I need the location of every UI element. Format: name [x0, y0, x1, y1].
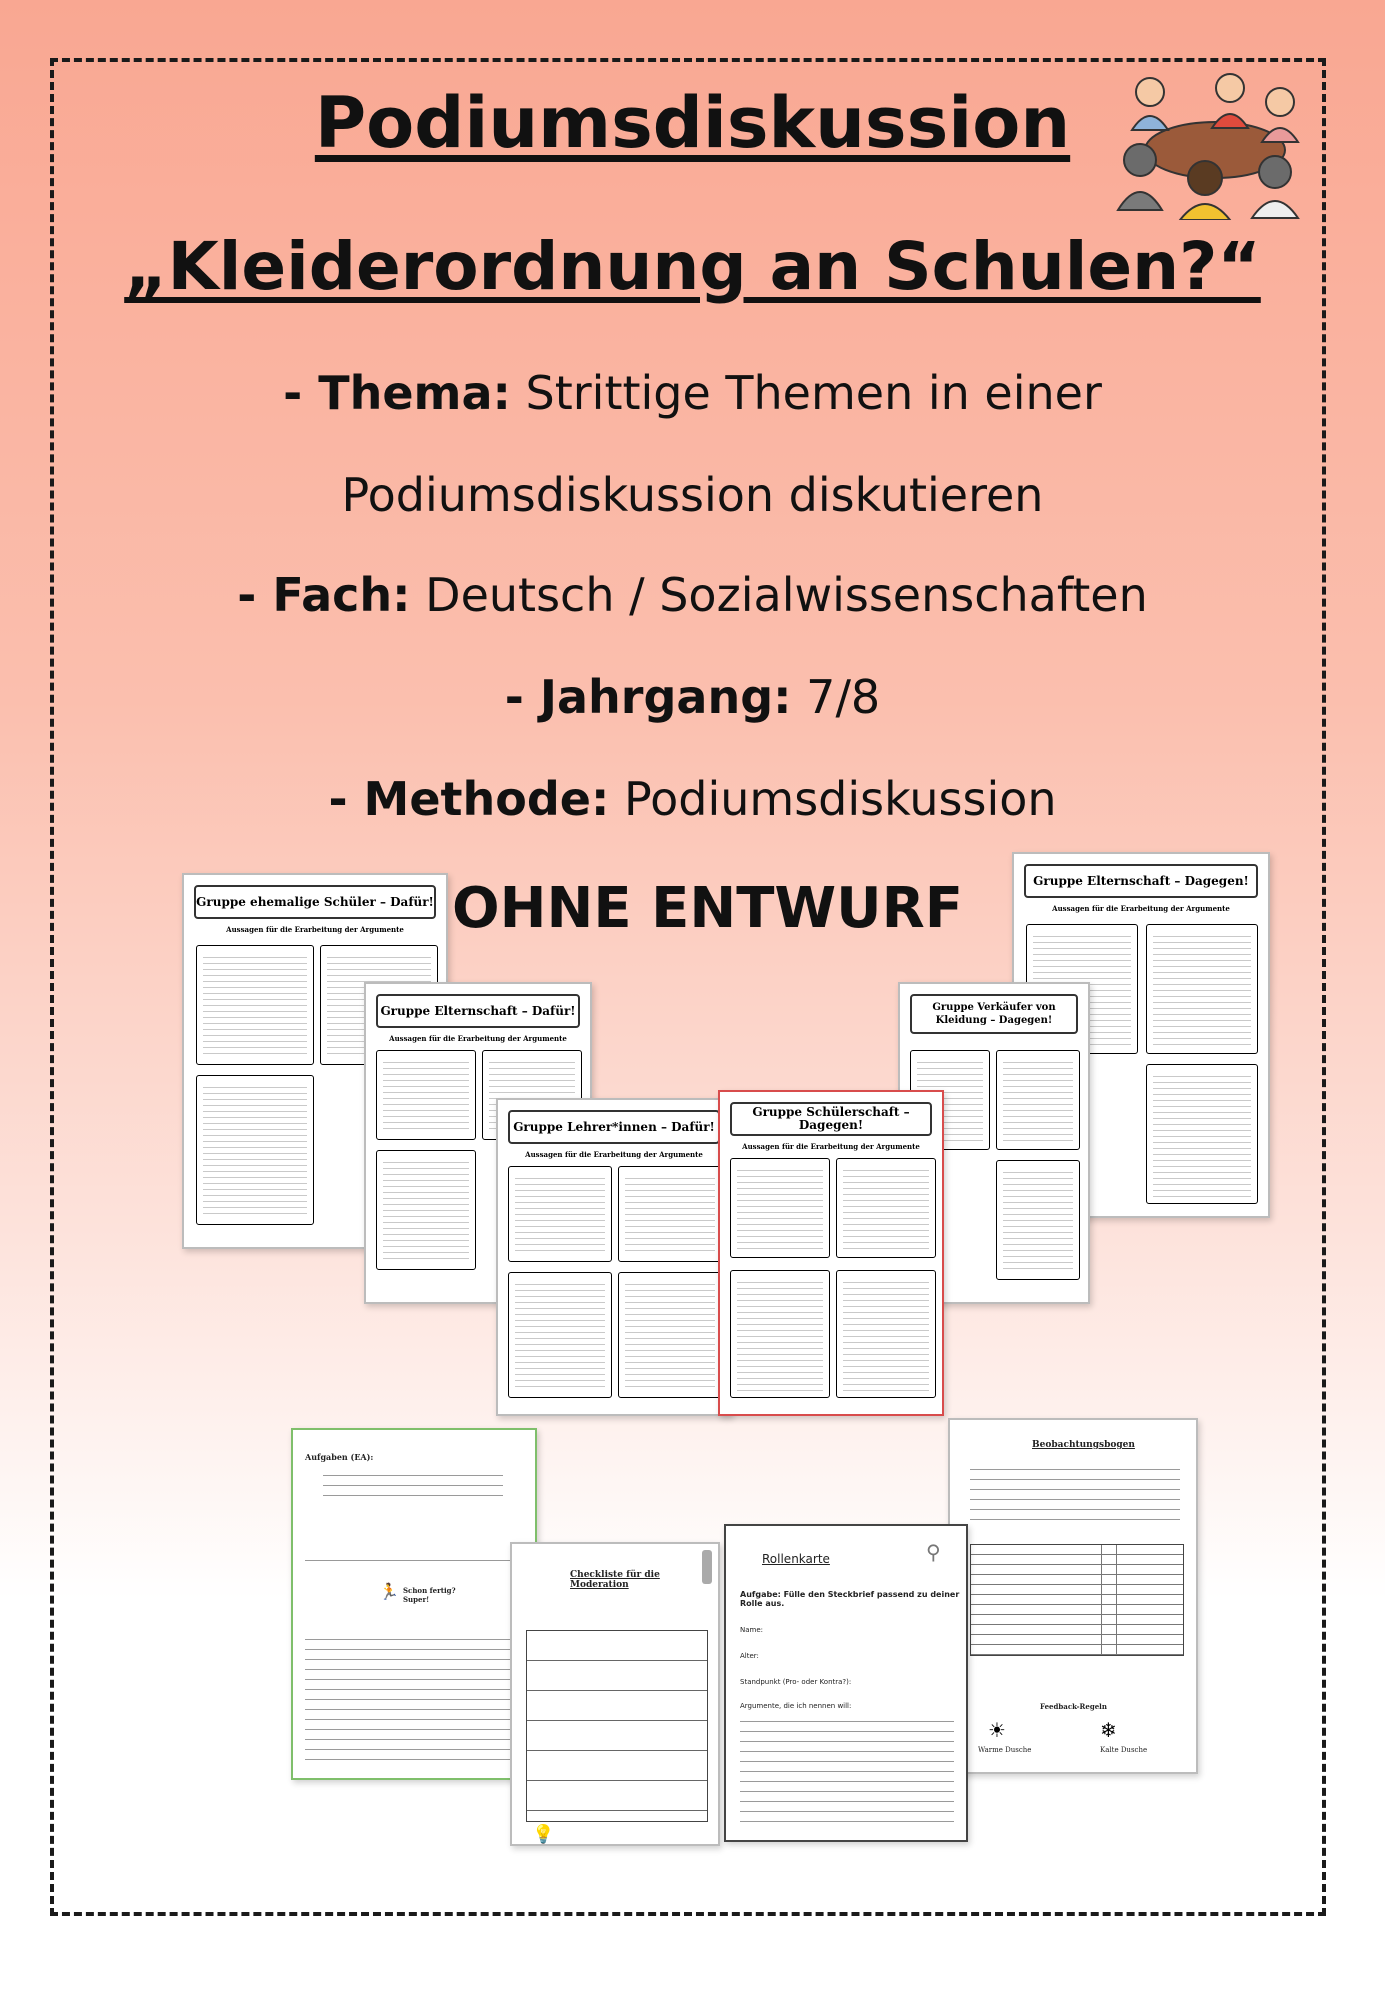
fach-line: - Fach: Deutsch / Sozialwissenschaften — [0, 568, 1385, 622]
warm-label: Warme Dusche — [978, 1746, 1032, 1754]
rollen-argumente: Argumente, die ich nennen will: — [740, 1702, 852, 1710]
sheet-subtitle: Aussagen für die Erarbeitung der Argumen… — [742, 1142, 920, 1151]
ohne-entwurf-note: OHNE ENTWURF — [452, 876, 964, 941]
jahrgang-value: 7/8 — [806, 670, 881, 724]
jahrgang-label: - Jahrgang: — [504, 670, 792, 724]
beobachtung-title: Beobachtungsbogen — [1032, 1440, 1135, 1450]
feedback-title: Feedback-Regeln — [1040, 1702, 1107, 1711]
discussion-group-icon — [1116, 73, 1300, 220]
sheet-header: Gruppe ehemalige Schüler – Dafür! — [194, 885, 436, 919]
cold-shower-icon: ❄ — [1100, 1718, 1117, 1742]
sheet-subtitle: Aussagen für die Erarbeitung der Argumen… — [389, 1034, 567, 1043]
dashed-frame — [50, 58, 1326, 1916]
sheet-header: Gruppe Elternschaft – Dagegen! — [1024, 864, 1258, 898]
aufgaben-title: Aufgaben (EA): — [305, 1452, 374, 1462]
worksheet-rollenkarte: Rollenkarte ⚲ Aufgabe: Fülle den Steckbr… — [724, 1524, 968, 1842]
methode-label: - Methode: — [328, 772, 610, 826]
sheet-header: Gruppe Elternschaft – Dafür! — [376, 994, 580, 1028]
clip-icon — [702, 1550, 712, 1584]
methode-line: - Methode: Podiumsdiskussion — [0, 772, 1385, 826]
worksheet-aufgaben: Aufgaben (EA): Schon fertig? Super! 🏃 — [291, 1428, 537, 1780]
schon-fertig-text: Schon fertig? Super! — [403, 1586, 456, 1604]
methode-value: Podiumsdiskussion — [624, 772, 1057, 826]
sheet-subtitle: Aussagen für die Erarbeitung der Argumen… — [226, 925, 404, 934]
sheet-subtitle: Aussagen für die Erarbeitung der Argumen… — [525, 1150, 703, 1159]
rollen-task: Aufgabe: Fülle den Steckbrief passend zu… — [740, 1590, 960, 1608]
sheet-header: Gruppe Lehrer*innen – Dafür! — [508, 1110, 720, 1144]
thema-line: - Thema: Strittige Themen in einer — [0, 366, 1385, 420]
thema-label: - Thema: — [283, 366, 511, 420]
fach-value: Deutsch / Sozialwissenschaften — [425, 568, 1148, 622]
thema-value: Strittige Themen in einer — [525, 366, 1102, 420]
running-person-icon: 🏃 — [379, 1582, 399, 1601]
sheet-subtitle: Aussagen für die Erarbeitung der Argumen… — [1052, 904, 1230, 913]
checklist-title: Checkliste für die Moderation — [570, 1570, 660, 1590]
warm-shower-icon: ☀ — [988, 1718, 1006, 1742]
sheet-header: Gruppe Verkäufer von Kleidung – Dagegen! — [910, 994, 1078, 1034]
rollen-name: Name: — [740, 1626, 764, 1634]
worksheet-lehrerinnen-dafuer: Gruppe Lehrer*innen – Dafür! Aussagen fü… — [496, 1098, 732, 1416]
kalt-label: Kalte Dusche — [1100, 1746, 1148, 1754]
page-subtitle: „Kleiderordnung an Schulen?“ — [124, 228, 1261, 305]
rollen-title: Rollenkarte — [762, 1552, 830, 1566]
sheet-header: Gruppe Schülerschaft – Dagegen! — [730, 1102, 932, 1136]
fach-label: - Fach: — [237, 568, 411, 622]
lightbulb-icon: 💡 — [532, 1824, 555, 1845]
person-icon: ⚲ — [926, 1540, 941, 1564]
worksheet-checkliste: Checkliste für die Moderation 💡 — [510, 1542, 720, 1846]
worksheet-schuelerschaft-dagegen: Gruppe Schülerschaft – Dagegen! Aussagen… — [718, 1090, 944, 1416]
worksheet-beobachtungsbogen: Beobachtungsbogen Feedback-Regeln ☀ ❄ Wa… — [948, 1418, 1198, 1774]
jahrgang-line: - Jahrgang: 7/8 — [0, 670, 1385, 724]
rollen-standpunkt: Standpunkt (Pro- oder Kontra?): — [740, 1678, 852, 1686]
rollen-alter: Alter: — [740, 1652, 759, 1660]
thema-line-2: Podiumsdiskussion diskutieren — [341, 468, 1044, 522]
page-title: Podiumsdiskussion — [314, 82, 1071, 164]
